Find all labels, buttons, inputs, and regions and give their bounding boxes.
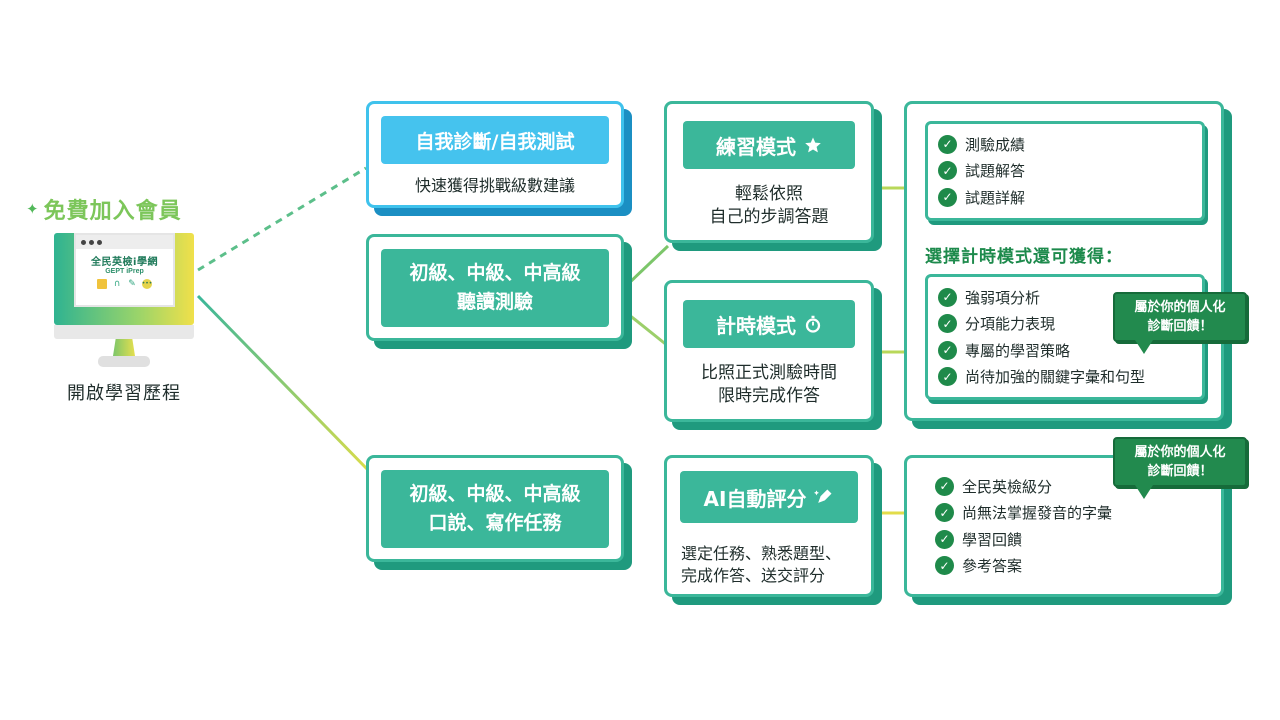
timed-mode-card[interactable]: 計時模式 比照正式測驗時間 限時完成作答: [664, 280, 874, 422]
list-item: ✓試題解答: [938, 158, 1025, 185]
headphones-icon: ∩: [113, 278, 121, 289]
check-icon: ✓: [938, 161, 957, 181]
check-icon: ✓: [935, 556, 954, 576]
list-item: ✓參考答案: [935, 553, 1112, 580]
connector-listening-to-practice: [626, 244, 670, 286]
personalized-feedback-callout: 屬於你的個人化 診斷回饋！: [1113, 292, 1247, 354]
speaking-writing-title: 初級、中級、中高級 口說、寫作任務: [381, 470, 609, 548]
ai-results-panel: ✓全民英檢級分 ✓尚無法掌握發音的字彙 ✓學習回饋 ✓參考答案: [904, 455, 1224, 597]
star-icon: [804, 136, 822, 154]
list-item: ✓測驗成績: [938, 131, 1025, 158]
start-learning-label: 開啟學習歷程: [67, 383, 181, 404]
list-item: ✓專屬的學習策略: [938, 337, 1145, 364]
practice-mode-card[interactable]: 練習模式 輕鬆依照 自己的步調答題: [664, 101, 874, 243]
timed-mode-title: 計時模式: [683, 300, 855, 348]
list-item: ✓強弱項分析: [938, 284, 1145, 311]
self-test-title: 自我診斷/自我測試: [381, 116, 609, 164]
window-dot-icon: [97, 239, 102, 245]
monitor-stand: [113, 339, 135, 356]
chat-icon: •••: [141, 279, 153, 289]
window-dot-icon: [81, 239, 86, 245]
monitor-bezel: [54, 325, 194, 339]
list-item: ✓尚無法掌握發音的字彙: [935, 500, 1112, 527]
brand-logo-text: 全民英檢i學網: [91, 257, 158, 268]
listening-reading-title: 初級、中級、中高級 聽讀測驗: [381, 249, 609, 327]
speaking-writing-card[interactable]: 初級、中級、中高級 口說、寫作任務: [366, 455, 624, 562]
browser-window: 全民英檢i學網 GEPT iPrep ∩ ✎ •••: [74, 233, 175, 307]
computer-monitor-illustration: 全民英檢i學網 GEPT iPrep ∩ ✎ •••: [54, 233, 194, 368]
monitor-base: [98, 356, 150, 367]
self-test-desc: 快速獲得挑戰級數建議: [414, 176, 575, 195]
timed-extra-title: 選擇計時模式還可獲得：: [925, 247, 1123, 267]
check-icon: ✓: [938, 367, 957, 387]
list-item: ✓尚待加強的關鍵字彙和句型: [938, 364, 1145, 391]
callout-tail: [1135, 340, 1153, 354]
connector-listening-to-timed: [627, 312, 669, 348]
feature-icons: ∩ ✎ •••: [76, 279, 173, 289]
connector-start-to-speaking: [196, 294, 370, 472]
timed-mode-desc: 比照正式測驗時間 限時完成作答: [701, 363, 837, 406]
list-item: ✓分項能力表現: [938, 311, 1145, 338]
check-icon: ✓: [938, 187, 957, 207]
check-icon: ✓: [938, 287, 957, 307]
brand-subtitle: GEPT iPrep: [105, 268, 144, 275]
connector-start-to-selftest: [197, 166, 367, 272]
stopwatch-icon: [804, 315, 822, 333]
sparkle-icon: ✦: [26, 199, 40, 218]
self-test-card[interactable]: 自我診斷/自我測試 快速獲得挑戰級數建議: [366, 101, 624, 208]
results-panel: ✓測驗成績 ✓試題解答 ✓試題詳解 選擇計時模式還可獲得： ✓強弱項分析 ✓分項…: [904, 101, 1224, 421]
basic-results-box: ✓測驗成績 ✓試題解答 ✓試題詳解: [925, 121, 1205, 221]
practice-mode-title: 練習模式: [683, 121, 855, 169]
callout-tail: [1135, 485, 1153, 499]
pencil-icon: ✎: [128, 278, 136, 289]
check-icon: ✓: [938, 134, 957, 154]
ai-results-list: ✓全民英檢級分 ✓尚無法掌握發音的字彙 ✓學習回饋 ✓參考答案: [935, 473, 1112, 579]
list-item: ✓學習回饋: [935, 526, 1112, 553]
personalized-feedback-callout: 屬於你的個人化 診斷回饋！: [1113, 437, 1247, 499]
check-icon: ✓: [938, 340, 957, 360]
basic-results-list: ✓測驗成績 ✓試題解答 ✓試題詳解: [938, 131, 1025, 211]
listening-reading-card[interactable]: 初級、中級、中高級 聽讀測驗: [366, 234, 624, 341]
check-icon: ✓: [938, 314, 957, 334]
join-member-label[interactable]: ✦ 免費加入會員: [26, 199, 182, 224]
ai-scoring-desc: 選定任務、熟悉題型、 完成作答、送交評分: [681, 544, 842, 585]
browser-bar: [76, 235, 173, 249]
practice-mode-desc: 輕鬆依照 自己的步調答題: [709, 184, 829, 227]
list-item: ✓試題詳解: [938, 184, 1025, 211]
ai-scoring-card[interactable]: AI自動評分 選定任務、熟悉題型、 完成作答、送交評分: [664, 455, 874, 597]
check-icon: ✓: [935, 503, 954, 523]
ai-scoring-title: AI自動評分: [680, 471, 858, 523]
pencil-sparkle-icon: [814, 487, 834, 507]
window-dot-icon: [89, 239, 94, 245]
timed-results-list: ✓強弱項分析 ✓分項能力表現 ✓專屬的學習策略 ✓尚待加強的關鍵字彙和句型: [938, 284, 1145, 390]
list-item: ✓全民英檢級分: [935, 473, 1112, 500]
check-icon: ✓: [935, 476, 954, 496]
book-icon: [97, 279, 107, 289]
check-icon: ✓: [935, 529, 954, 549]
